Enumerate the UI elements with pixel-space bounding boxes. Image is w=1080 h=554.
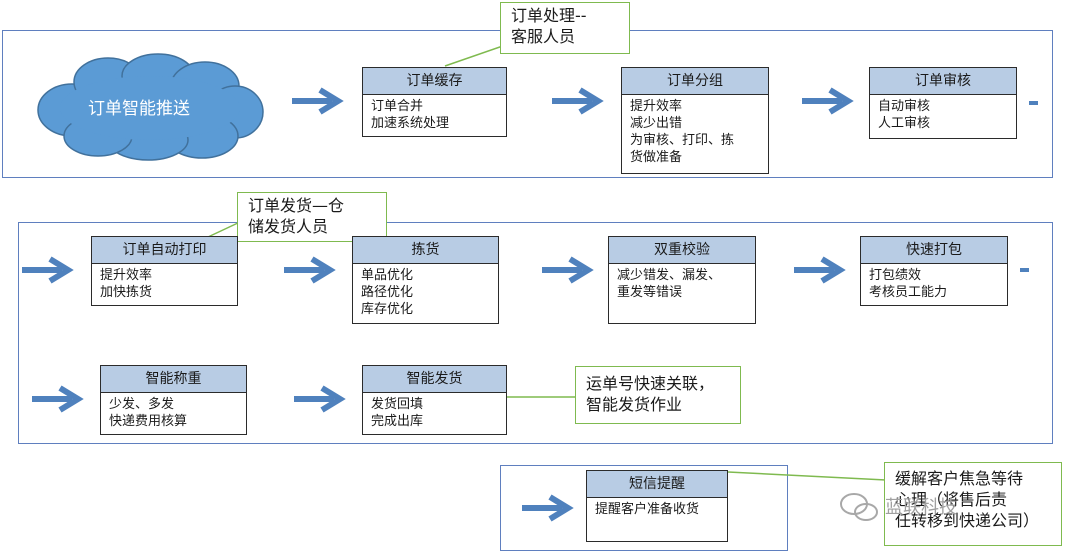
cloud-shape	[37, 53, 264, 161]
box-smart-ship: 智能发货 发货回填 完成出库	[362, 365, 507, 435]
arrow-right-icon	[294, 385, 346, 413]
watermark-text: 蓝联科技	[885, 497, 957, 518]
box-auto-print: 订单自动打印 提升效率 加快拣货	[91, 236, 238, 306]
continuation-dash	[1029, 101, 1038, 105]
box-order-review: 订单审核 自动审核 人工审核	[869, 67, 1017, 139]
box-line: 库存优化	[361, 302, 414, 317]
box-line: 提升效率	[100, 268, 153, 283]
box-title: 快速打包	[861, 237, 1007, 264]
box-line: 快递费用核算	[109, 414, 188, 429]
note-line: 智能发货作业	[586, 395, 683, 414]
box-line: 考核员工能力	[869, 285, 948, 300]
note-line: 任转移到快递公司）	[895, 511, 1040, 530]
box-line: 减少出错	[630, 116, 683, 131]
box-line: 加快拣货	[100, 285, 153, 300]
box-line: 订单合并	[371, 99, 424, 114]
box-title: 订单分组	[622, 68, 768, 95]
continuation-dash	[1020, 268, 1029, 272]
box-line: 加速系统处理	[371, 116, 450, 131]
box-line: 减少错发、漏发、	[617, 268, 722, 283]
box-title: 双重校验	[609, 237, 755, 264]
note-line: 储发货人员	[248, 217, 329, 236]
box-line: 完成出库	[371, 414, 424, 429]
note-sms-relief: 缓解客户焦急等待 心理（将售后责 任转移到快递公司）	[884, 462, 1062, 546]
wechat-logo-icon	[840, 493, 878, 521]
box-line: 少发、多发	[109, 397, 175, 412]
box-title: 订单自动打印	[92, 237, 237, 264]
arrow-right-icon	[552, 87, 604, 115]
note-order-processing: 订单处理-- 客服人员	[500, 2, 630, 54]
box-line: 重发等错误	[617, 285, 683, 300]
box-title: 短信提醒	[587, 471, 727, 498]
note-order-shipping: 订单发货—仓 储发货人员	[237, 192, 387, 242]
box-order-cache: 订单缓存 订单合并 加速系统处理	[362, 67, 507, 137]
box-line: 路径优化	[361, 285, 414, 300]
arrow-right-icon	[32, 385, 84, 413]
arrow-right-icon	[22, 256, 74, 284]
box-line: 单品优化	[361, 268, 414, 283]
box-line: 提升效率	[630, 99, 683, 114]
box-title: 拣货	[353, 237, 498, 264]
box-double-check: 双重校验 减少错发、漏发、 重发等错误	[608, 236, 756, 324]
note-line: 心理（将售后责	[895, 490, 1008, 509]
box-line: 提醒客户准备收货	[595, 502, 700, 517]
box-picking: 拣货 单品优化 路径优化 库存优化	[352, 236, 499, 324]
arrow-right-icon	[522, 494, 574, 522]
box-line: 自动审核	[878, 99, 931, 114]
callout-line-sms	[727, 471, 887, 481]
box-title: 订单缓存	[363, 68, 506, 95]
arrow-right-icon	[292, 87, 344, 115]
note-line: 客服人员	[511, 27, 576, 46]
arrow-right-icon	[794, 256, 846, 284]
box-order-group: 订单分组 提升效率 减少出错 为审核、打印、拣 货做准备	[621, 67, 769, 174]
callout-line-order-shipping	[207, 221, 241, 238]
box-line: 打包绩效	[869, 268, 922, 283]
box-line: 为审核、打印、拣	[630, 133, 735, 148]
arrow-right-icon	[802, 87, 854, 115]
box-sms: 短信提醒 提醒客户准备收货	[586, 470, 728, 542]
box-title: 订单审核	[870, 68, 1016, 95]
row2-frame	[18, 222, 1053, 444]
sms-frame	[500, 465, 788, 551]
box-fast-pack: 快速打包 打包绩效 考核员工能力	[860, 236, 1008, 306]
cloud-label: 订单智能推送	[88, 99, 190, 119]
note-line: 订单发货—仓	[248, 196, 345, 215]
arrow-right-icon	[284, 256, 336, 284]
arrow-right-icon	[542, 256, 594, 284]
note-waybill: 运单号快速关联， 智能发货作业	[575, 366, 741, 424]
box-line: 人工审核	[878, 116, 931, 131]
box-line: 发货回填	[371, 397, 424, 412]
box-line: 货做准备	[630, 150, 683, 165]
box-title: 智能发货	[363, 366, 506, 393]
note-line: 订单处理--	[511, 6, 587, 25]
note-line: 缓解客户焦急等待	[895, 469, 1024, 488]
box-title: 智能称重	[101, 366, 246, 393]
box-smart-weigh: 智能称重 少发、多发 快递费用核算	[100, 365, 247, 435]
note-line: 运单号快速关联，	[586, 374, 715, 393]
